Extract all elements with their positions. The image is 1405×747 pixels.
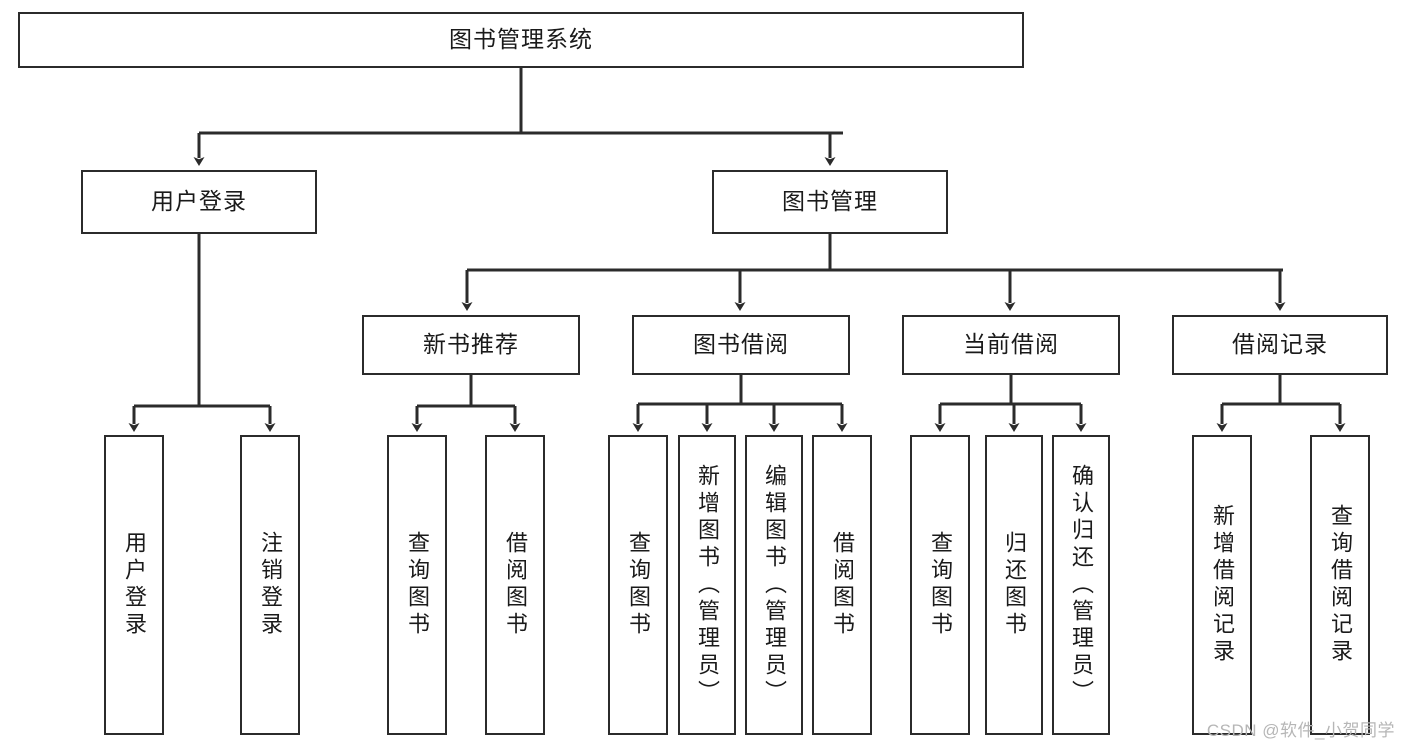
node-leaf-query-borrow-record-label: 查询借阅记录 bbox=[1328, 504, 1353, 666]
node-leaf-query-book-3[interactable]: 查询图书 bbox=[910, 435, 970, 735]
node-borrow-record-label: 借阅记录 bbox=[1232, 331, 1328, 358]
node-leaf-return-book-label: 归还图书 bbox=[1002, 531, 1027, 639]
node-leaf-query-borrow-record[interactable]: 查询借阅记录 bbox=[1310, 435, 1370, 735]
connector-bookborrow-to-leaves bbox=[632, 375, 848, 432]
node-leaf-query-book-3-label: 查询图书 bbox=[928, 531, 953, 639]
node-borrow-record[interactable]: 借阅记录 bbox=[1172, 315, 1388, 375]
node-leaf-edit-book-admin-label: 编辑图书（管理员） bbox=[762, 463, 787, 707]
node-leaf-borrow-book-2[interactable]: 借阅图书 bbox=[812, 435, 872, 735]
node-leaf-query-book-2[interactable]: 查询图书 bbox=[608, 435, 668, 735]
node-leaf-add-borrow-record-label: 新增借阅记录 bbox=[1210, 504, 1235, 666]
node-leaf-confirm-return-admin-label: 确认归还（管理员） bbox=[1069, 463, 1094, 707]
node-leaf-borrow-book-1-label: 借阅图书 bbox=[503, 531, 528, 639]
connector-userlogin-to-leaves bbox=[128, 234, 276, 432]
node-book-borrow-label: 图书借阅 bbox=[693, 331, 789, 358]
node-user-login[interactable]: 用户登录 bbox=[81, 170, 317, 234]
node-new-book-recommend-label: 新书推荐 bbox=[423, 331, 519, 358]
node-root[interactable]: 图书管理系统 bbox=[18, 12, 1024, 68]
node-root-label: 图书管理系统 bbox=[449, 26, 593, 53]
watermark-text: CSDN @软件_小贺同学 bbox=[1206, 721, 1395, 740]
node-leaf-logout-login-label: 注销登录 bbox=[258, 531, 283, 639]
connector-currentborrow-to-leaves bbox=[934, 375, 1087, 432]
node-leaf-borrow-book-2-label: 借阅图书 bbox=[830, 531, 855, 639]
connector-root-to-level2 bbox=[193, 68, 843, 166]
node-leaf-confirm-return-admin[interactable]: 确认归还（管理员） bbox=[1052, 435, 1110, 735]
node-book-manage[interactable]: 图书管理 bbox=[712, 170, 948, 234]
node-leaf-user-login[interactable]: 用户登录 bbox=[104, 435, 164, 735]
node-leaf-user-login-label: 用户登录 bbox=[122, 531, 147, 639]
connector-bookmanage-to-level3 bbox=[461, 234, 1286, 311]
node-book-borrow[interactable]: 图书借阅 bbox=[632, 315, 850, 375]
node-user-login-label: 用户登录 bbox=[151, 188, 247, 215]
node-leaf-logout-login[interactable]: 注销登录 bbox=[240, 435, 300, 735]
node-leaf-query-book-1-label: 查询图书 bbox=[405, 531, 430, 639]
node-leaf-query-book-2-label: 查询图书 bbox=[626, 531, 651, 639]
node-book-manage-label: 图书管理 bbox=[782, 188, 878, 215]
node-leaf-query-book-1[interactable]: 查询图书 bbox=[387, 435, 447, 735]
node-current-borrow[interactable]: 当前借阅 bbox=[902, 315, 1120, 375]
connector-newbook-to-leaves bbox=[411, 375, 521, 432]
node-new-book-recommend[interactable]: 新书推荐 bbox=[362, 315, 580, 375]
node-leaf-borrow-book-1[interactable]: 借阅图书 bbox=[485, 435, 545, 735]
connector-borrowrecord-to-leaves bbox=[1216, 375, 1346, 432]
node-leaf-return-book[interactable]: 归还图书 bbox=[985, 435, 1043, 735]
node-leaf-add-book-admin[interactable]: 新增图书（管理员） bbox=[678, 435, 736, 735]
node-leaf-add-book-admin-label: 新增图书（管理员） bbox=[695, 463, 720, 707]
node-current-borrow-label: 当前借阅 bbox=[963, 331, 1059, 358]
node-leaf-edit-book-admin[interactable]: 编辑图书（管理员） bbox=[745, 435, 803, 735]
node-leaf-add-borrow-record[interactable]: 新增借阅记录 bbox=[1192, 435, 1252, 735]
